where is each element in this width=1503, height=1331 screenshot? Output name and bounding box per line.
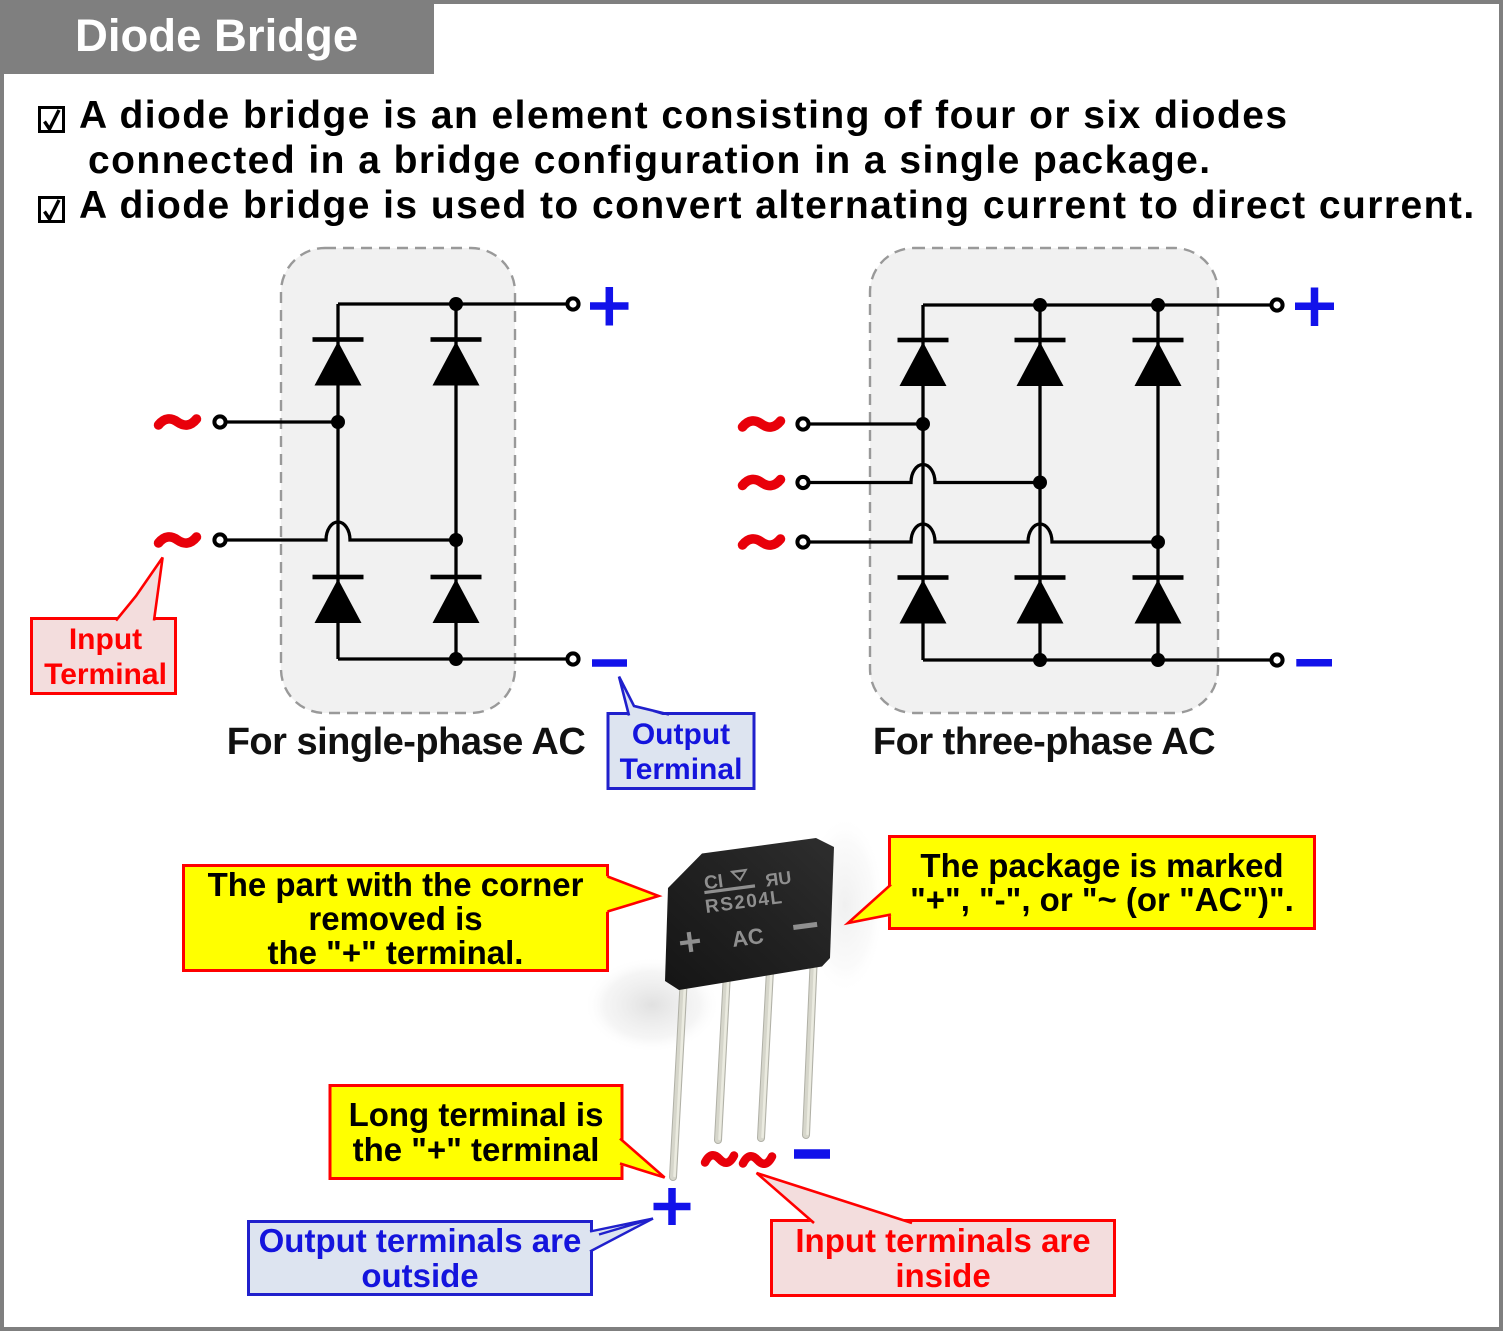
svg-text:The package is marked: The package is marked	[920, 847, 1283, 884]
svg-text:AC: AC	[730, 923, 765, 952]
svg-text:For three-phase AC: For three-phase AC	[873, 721, 1215, 763]
svg-text:"+", "-", or "~ (or "AC")".: "+", "-", or "~ (or "AC")".	[910, 881, 1294, 918]
svg-text:Terminal: Terminal	[44, 658, 167, 691]
svg-text:Output: Output	[632, 718, 730, 751]
svg-text:The part with the corner: The part with the corner	[208, 866, 584, 903]
svg-text:CI: CI	[703, 871, 725, 894]
svg-text:the "+" terminal: the "+" terminal	[353, 1131, 600, 1168]
svg-text:For single-phase AC: For single-phase AC	[227, 721, 586, 763]
svg-text:Input: Input	[69, 623, 142, 656]
svg-text:ЯU: ЯU	[764, 867, 792, 890]
svg-text:outside: outside	[361, 1257, 478, 1294]
svg-text:Terminal: Terminal	[620, 753, 743, 786]
svg-text:Long terminal is: Long terminal is	[349, 1096, 604, 1133]
svg-text:Output terminals are: Output terminals are	[259, 1222, 582, 1259]
svg-text:inside: inside	[895, 1257, 990, 1294]
svg-text:the "+" terminal.: the "+" terminal.	[268, 934, 524, 971]
svg-text:Input terminals are: Input terminals are	[795, 1222, 1090, 1259]
svg-text:removed is: removed is	[308, 900, 482, 937]
